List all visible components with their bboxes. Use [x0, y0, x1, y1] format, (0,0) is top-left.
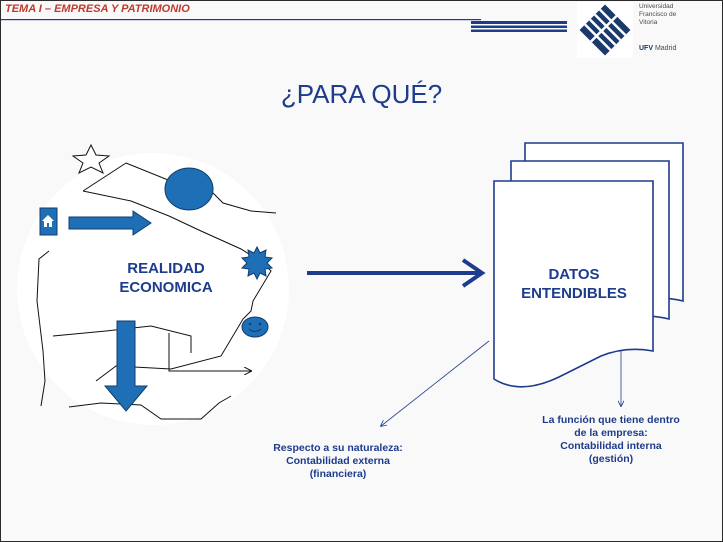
topic-header: TEMA I – EMPRESA Y PATRIMONIO [5, 3, 190, 15]
logo-line-3: Vitoria [639, 19, 658, 26]
annotation-arrow-left [381, 340, 490, 426]
data-label: DATOS ENTENDIBLES [521, 266, 627, 302]
house-icon [39, 207, 58, 236]
main-arrow-head [461, 258, 486, 288]
star-icon [71, 143, 111, 175]
blue-ball [164, 167, 214, 211]
scribble-left [36, 250, 50, 407]
logo-line-2: Francisco de [639, 11, 677, 18]
scribble-bottom [68, 395, 232, 420]
reality-label: REALIDAD ECONOMICA [119, 260, 213, 296]
scribble-connector [52, 325, 192, 353]
right-block-arrow [68, 210, 152, 236]
sun-icon [240, 245, 274, 281]
scribble-arrow [168, 333, 251, 371]
ufv-logo: Universidad Francisco de Vitoria UFV Mad… [575, 1, 722, 59]
scribble-middle [82, 190, 272, 382]
down-block-arrow [103, 320, 149, 412]
slide-title: ¿PARA QUÉ? [280, 79, 443, 109]
smiley-icon [241, 316, 269, 338]
logo-line-1: Universidad [639, 3, 674, 10]
header-rule [1, 19, 567, 32]
annotation-external: Respecto a su naturaleza: Contabilidad e… [273, 442, 403, 480]
annotation-internal: La función que tiene dentro de la empres… [542, 414, 680, 465]
document-stack [493, 142, 684, 388]
logo-brand: UFV Madrid [639, 45, 677, 52]
ufv-emblem-icon [577, 2, 633, 58]
